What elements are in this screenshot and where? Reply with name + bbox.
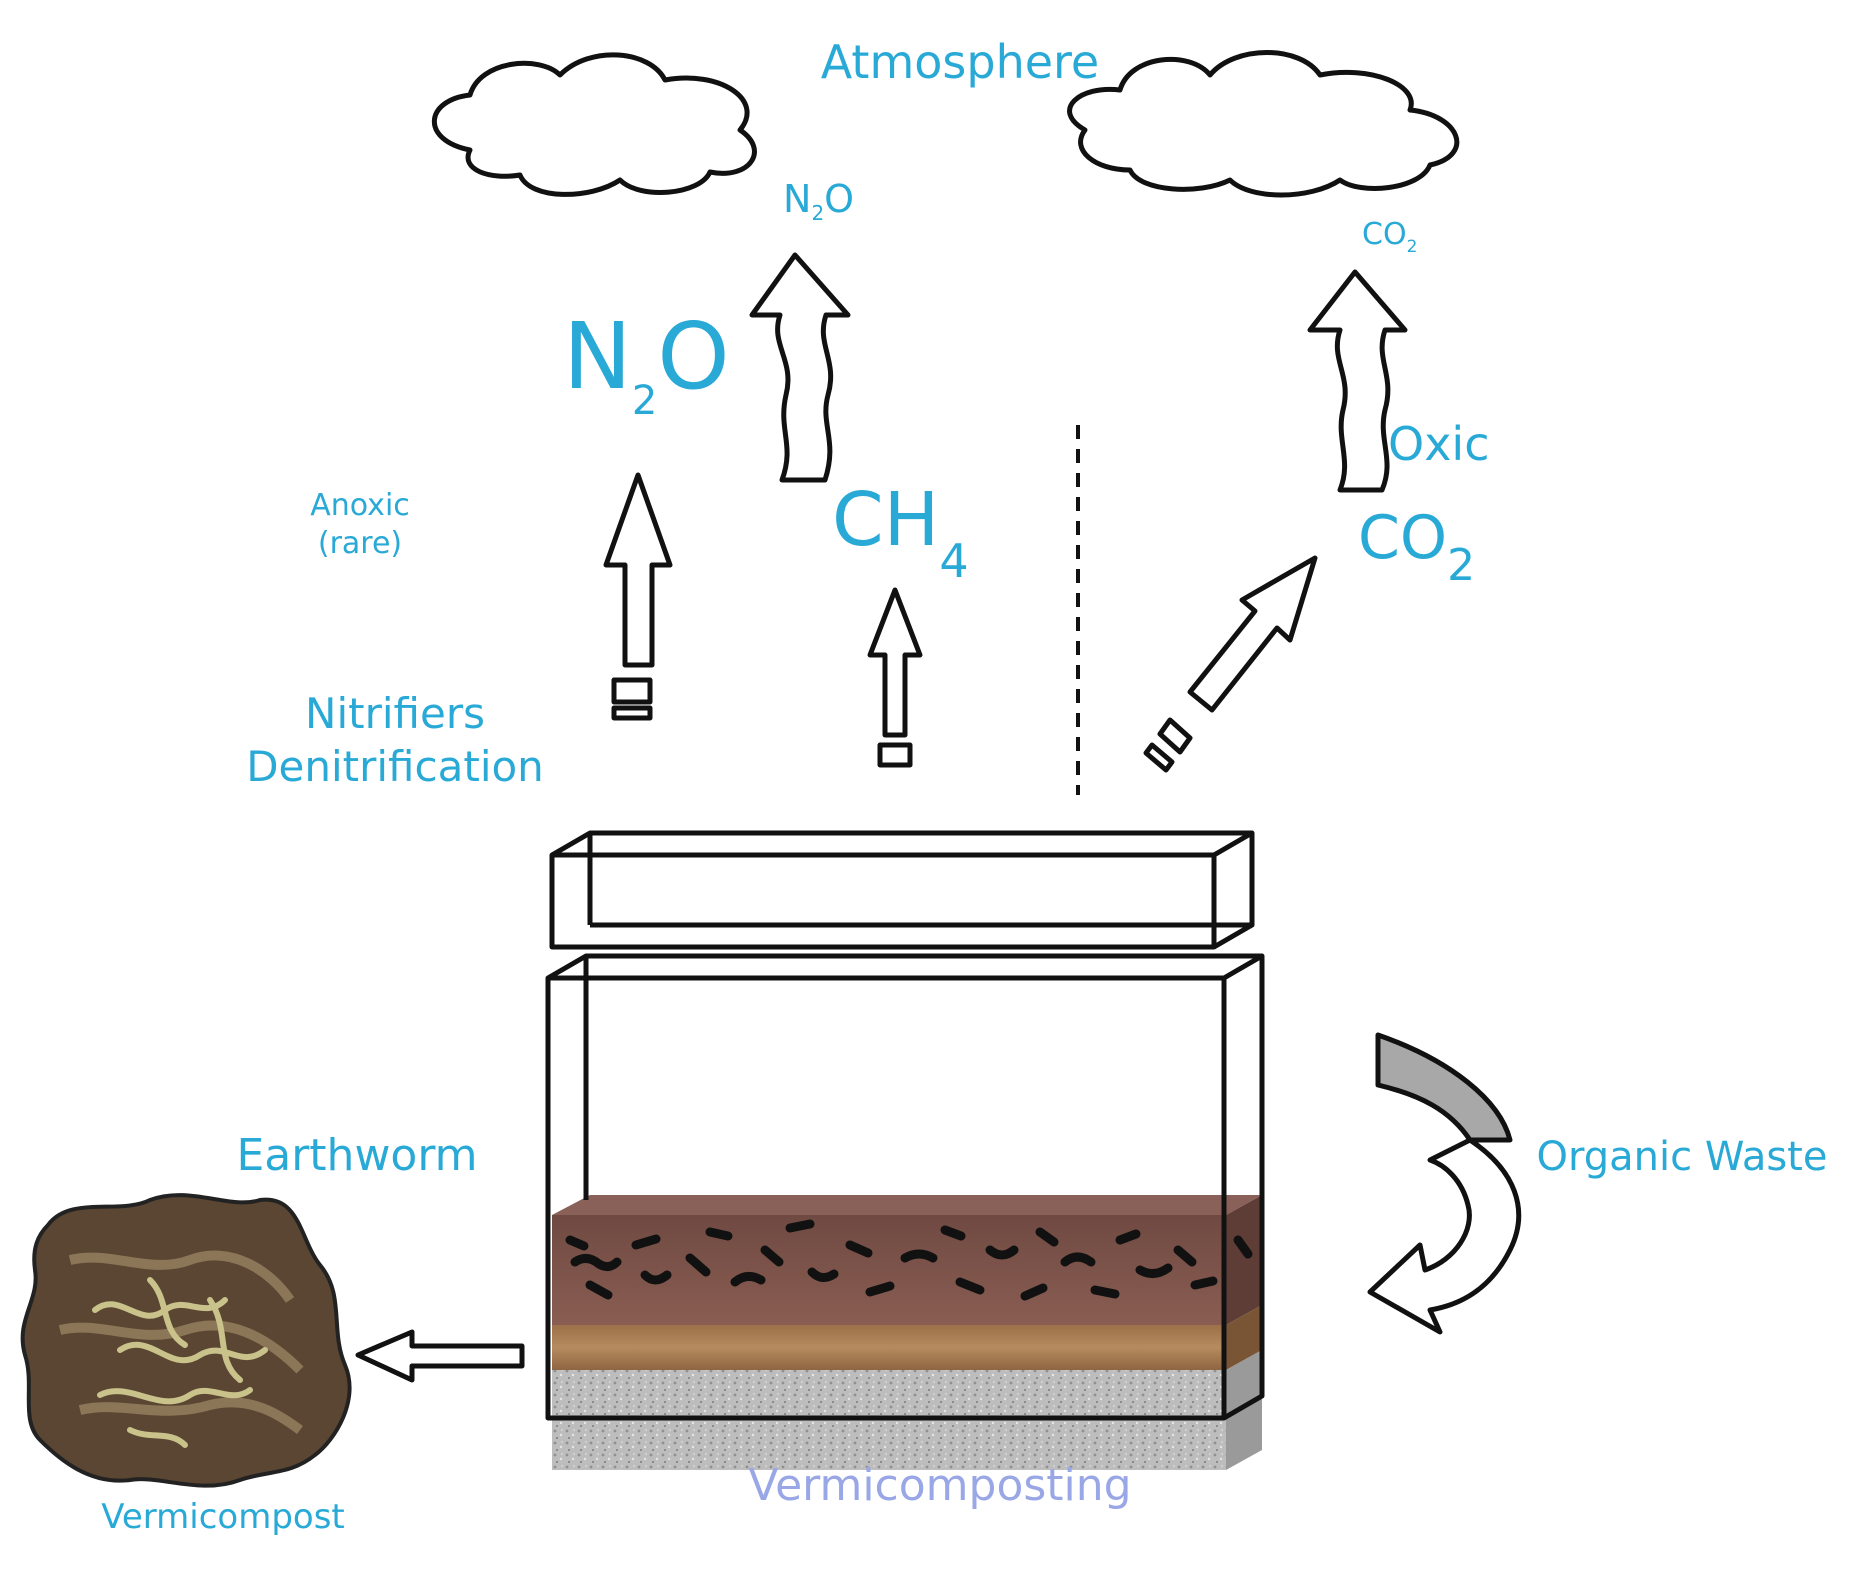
n2o-big-sub: 2 <box>632 378 657 424</box>
vermicompost-label: Vermicompost <box>101 1497 345 1537</box>
gravel-layer-side <box>1226 1350 1262 1470</box>
vermicomposting-bin <box>545 830 1265 1421</box>
cloud-icon <box>431 52 757 197</box>
organic-waste-label: Organic Waste <box>1537 1134 1828 1180</box>
co2-small-sub: 2 <box>1407 237 1418 257</box>
denitrification-label: Denitrification <box>246 742 544 791</box>
n2o-big-tail: O <box>657 303 729 410</box>
atmosphere-label: Atmosphere <box>821 35 1099 89</box>
arrow-tail-segment <box>877 742 913 768</box>
co2-big-main: CO <box>1358 503 1447 573</box>
oxic-label: Oxic <box>1388 417 1490 471</box>
ch4-sub: 4 <box>939 534 968 588</box>
arrow-tail-segment <box>1143 742 1175 773</box>
curved-arrow-icon <box>1367 1137 1522 1335</box>
co2-small-label: CO2 <box>1362 217 1417 257</box>
earthworm-label: Earthworm <box>236 1130 477 1181</box>
wavy-arrow-icon <box>1307 269 1408 493</box>
arrow-tail-segment <box>611 705 653 721</box>
straight-arrow-icon <box>603 472 673 668</box>
ch4-main: CH <box>832 477 939 563</box>
soil-worm-layer <box>552 1215 1226 1325</box>
vermicomposting-label: Vermicomposting <box>748 1460 1131 1511</box>
n2o-small-main: N <box>783 177 811 221</box>
arrow-tail-segment <box>1157 717 1193 755</box>
co2-small-main: CO <box>1362 217 1407 252</box>
co2-big-sub: 2 <box>1447 540 1475 591</box>
n2o-big-label: N2O <box>563 303 730 424</box>
arrow-tail-segment <box>611 677 653 705</box>
curved-arrow-icon <box>1375 1032 1513 1143</box>
anoxic-label-line1: Anoxic <box>310 488 410 523</box>
bedding-layer <box>552 1325 1226 1370</box>
nitrifiers-label: Nitrifiers <box>305 689 485 738</box>
n2o-small-sub: 2 <box>811 201 824 225</box>
n2o-small-tail: O <box>824 177 854 221</box>
co2-big-label: CO2 <box>1358 503 1475 591</box>
straight-arrow-icon <box>1187 555 1318 713</box>
cloud-icon <box>1067 50 1460 198</box>
soil-worm-layer-side <box>1226 1195 1262 1325</box>
n2o-big-main: N <box>563 303 632 410</box>
n2o-small-label: N2O <box>783 177 854 225</box>
wavy-arrow-icon <box>749 252 851 483</box>
straight-arrow-icon <box>867 587 923 738</box>
vermicompost-pile-icon <box>20 1193 352 1488</box>
output-arrow-icon <box>355 1329 525 1383</box>
bedding-layer-side <box>1226 1305 1262 1370</box>
anoxic-label-line2: (rare) <box>318 526 402 561</box>
earthworm-marks <box>565 1219 1253 1301</box>
ch4-label: CH4 <box>832 477 969 588</box>
soil-worm-layer-top <box>552 1195 1262 1215</box>
